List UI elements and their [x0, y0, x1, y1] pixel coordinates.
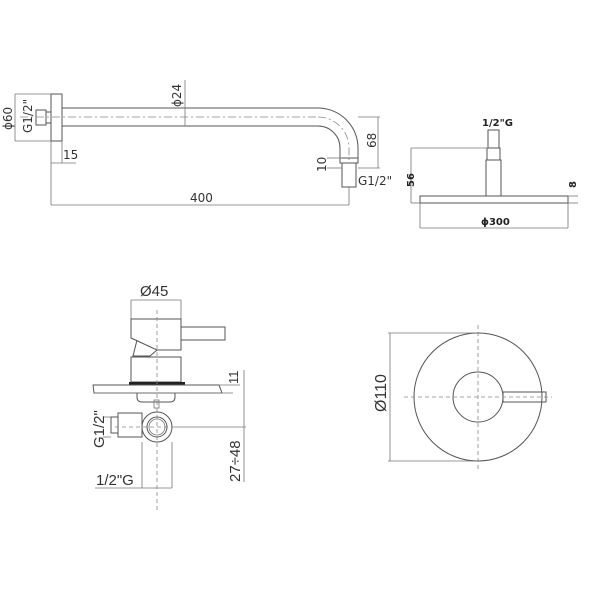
mixer-inlet-label: G1/2" — [91, 410, 108, 448]
mixer-lever — [180, 326, 226, 341]
wall-plate — [92, 384, 223, 394]
head-diameter-label: ϕ300 — [481, 217, 510, 228]
front-plate-diameter-label: Ø110 — [373, 374, 390, 412]
depth-range-label: 27÷48 — [227, 440, 244, 482]
outlet-nipple-label: 10 — [315, 157, 329, 172]
handle-diameter-label: Ø45 — [140, 283, 168, 300]
arm-length-label: 400 — [190, 191, 213, 205]
head-height-label: 56 — [406, 173, 417, 187]
flange-diameter-label: ϕ60 — [1, 107, 15, 130]
shower-disc — [419, 195, 569, 204]
head-thickness-label: 8 — [568, 181, 579, 188]
flange-depth-label: 15 — [63, 148, 78, 162]
outlet-thread-label: G1/2" — [358, 174, 392, 188]
wall-flange — [50, 93, 63, 142]
head-connection-label: 1/2"G — [482, 118, 513, 129]
mixer-outlet-label: 1/2"G — [96, 472, 134, 489]
plate-gap-label: 11 — [226, 371, 241, 385]
mixer-front-view: Ø110 — [373, 325, 552, 470]
mixer-side-view: Ø45 11 — [91, 283, 246, 510]
shower-arm-view: ϕ24 ϕ60 G1/2" 15 400 68 10 G1/2" — [1, 80, 392, 206]
inlet-thread-label: G1/2" — [21, 99, 35, 133]
shower-head-view: 1/2"G 56 8 ϕ300 — [406, 118, 579, 229]
pipe-diameter-label: ϕ24 — [170, 84, 184, 107]
drop-height-label: 68 — [365, 133, 379, 148]
